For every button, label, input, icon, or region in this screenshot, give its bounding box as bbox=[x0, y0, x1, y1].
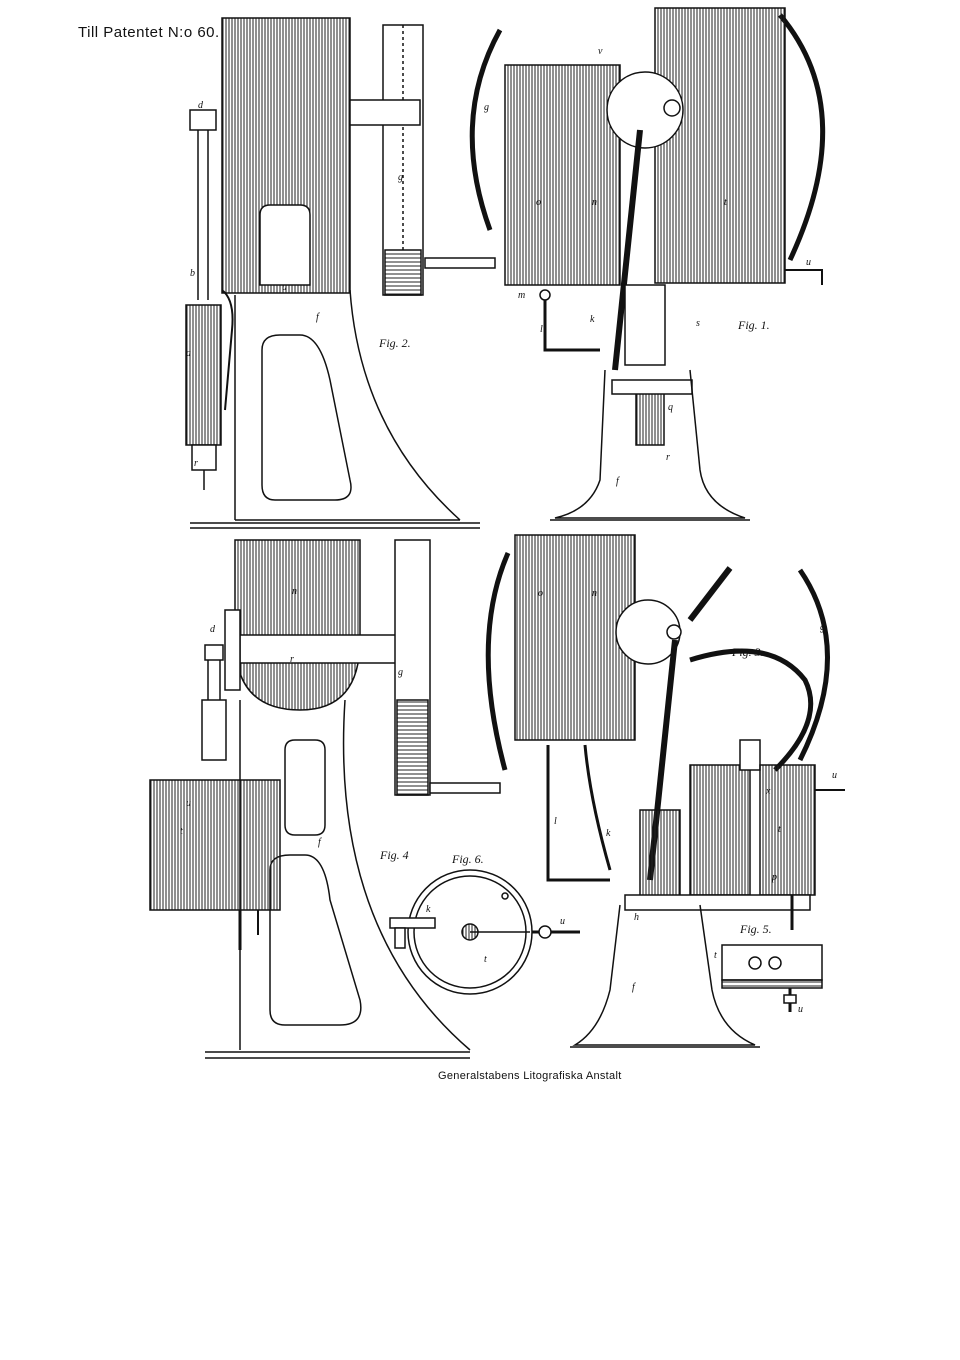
svg-text:n: n bbox=[592, 588, 597, 599]
svg-text:u: u bbox=[282, 282, 287, 293]
svg-text:r: r bbox=[290, 654, 294, 665]
svg-text:t: t bbox=[714, 950, 717, 961]
svg-text:m: m bbox=[518, 290, 525, 301]
svg-text:d: d bbox=[210, 624, 216, 635]
fig1-label: Fig. 1. bbox=[738, 318, 770, 332]
svg-text:u: u bbox=[798, 1004, 803, 1015]
svg-text:k: k bbox=[606, 828, 611, 839]
svg-text:v: v bbox=[598, 46, 603, 57]
svg-text:u: u bbox=[806, 257, 811, 268]
fig5-label: Fig. 5. bbox=[740, 922, 772, 936]
fig6-drawing bbox=[389, 869, 580, 995]
svg-text:g: g bbox=[820, 622, 825, 633]
svg-text:u: u bbox=[560, 916, 565, 927]
svg-text:u: u bbox=[186, 798, 191, 809]
svg-text:g: g bbox=[398, 172, 403, 183]
svg-text:o: o bbox=[536, 197, 541, 208]
fig2-label: Fig. 2. bbox=[379, 336, 411, 350]
svg-text:f: f bbox=[318, 837, 322, 848]
svg-text:t: t bbox=[180, 826, 183, 837]
svg-text:f: f bbox=[616, 476, 620, 487]
svg-text:b: b bbox=[190, 268, 195, 279]
fig2-drawing bbox=[185, 17, 496, 529]
svg-text:n: n bbox=[592, 197, 597, 208]
fig1-drawing bbox=[469, 7, 826, 521]
svg-text:r: r bbox=[194, 458, 198, 469]
svg-text:h: h bbox=[634, 912, 639, 923]
svg-text:f: f bbox=[316, 312, 320, 323]
fig4-label: Fig. 4 bbox=[380, 848, 409, 862]
svg-text:q: q bbox=[668, 402, 673, 413]
svg-text:f: f bbox=[632, 982, 636, 993]
svg-text:g: g bbox=[484, 102, 489, 113]
svg-text:l: l bbox=[540, 324, 543, 335]
svg-text:a: a bbox=[186, 348, 191, 359]
fig4-drawing bbox=[149, 539, 501, 1059]
svg-text:t: t bbox=[778, 824, 781, 835]
fig5-drawing bbox=[721, 944, 823, 1012]
svg-text:l: l bbox=[554, 816, 557, 827]
fig3-label: Fig. 3. bbox=[732, 645, 764, 659]
svg-text:s: s bbox=[696, 318, 700, 329]
fig3-drawing bbox=[485, 534, 845, 1048]
svg-text:n: n bbox=[292, 586, 297, 597]
part-letters: d b a r f u g g o n t u m l k s q f r v … bbox=[180, 46, 837, 1015]
svg-text:r: r bbox=[666, 452, 670, 463]
svg-text:x: x bbox=[765, 786, 771, 797]
svg-text:t: t bbox=[484, 954, 487, 965]
svg-text:k: k bbox=[590, 314, 595, 325]
svg-text:g: g bbox=[398, 667, 403, 678]
svg-text:u: u bbox=[832, 770, 837, 781]
svg-text:p: p bbox=[771, 872, 777, 883]
fig6-label: Fig. 6. bbox=[452, 852, 484, 866]
svg-text:d: d bbox=[198, 100, 204, 111]
patent-title: Till Patentet N:o 60. bbox=[78, 24, 220, 41]
lithographer-credit: Generalstabens Litografiska Anstalt bbox=[438, 1070, 622, 1082]
svg-text:o: o bbox=[538, 588, 543, 599]
svg-text:k: k bbox=[426, 904, 431, 915]
svg-text:t: t bbox=[724, 197, 727, 208]
